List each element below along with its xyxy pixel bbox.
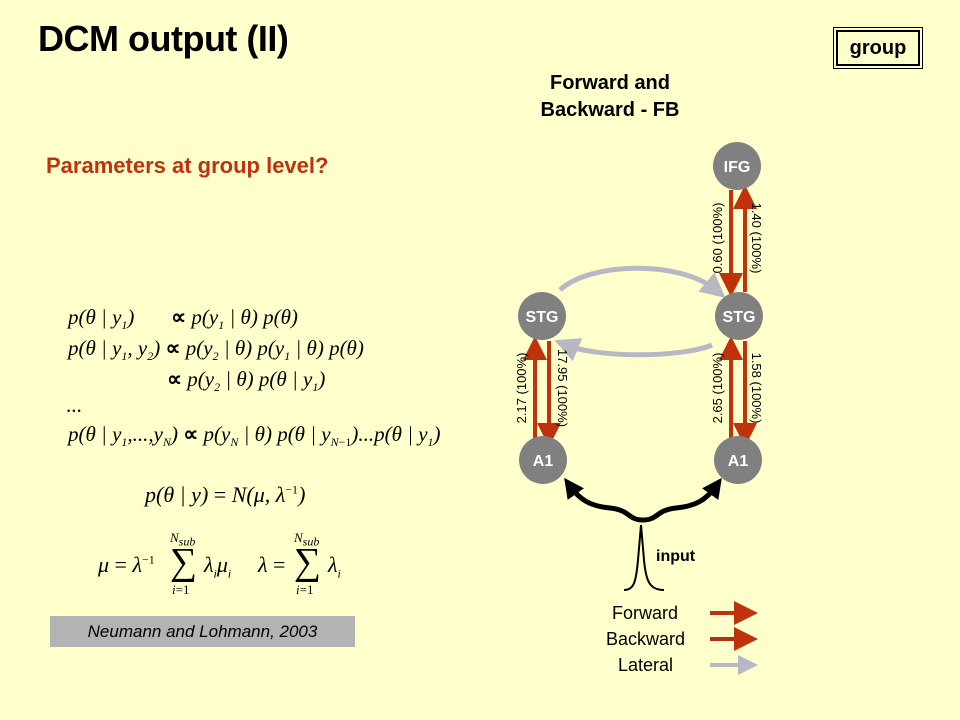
equation-line-2: p(θ | y1, y2) ∝ p(y2 | θ) p(y1 | θ) p(θ) bbox=[68, 336, 364, 364]
label-ifg-forward: 1.40 (100%) bbox=[749, 203, 764, 274]
group-badge: group bbox=[833, 27, 923, 69]
node-a1-left-label: A1 bbox=[533, 453, 554, 470]
model-title: Forward and Backward - FB bbox=[500, 70, 720, 124]
equation-line-4: p(θ | y1,...,yN) ∝ p(yN | θ) p(θ | yN−1)… bbox=[68, 422, 441, 450]
page-title: DCM output (II) bbox=[38, 18, 289, 59]
model-title-line1: Forward and bbox=[549, 72, 670, 94]
node-stg-right-label: STG bbox=[723, 309, 756, 326]
input-brace-right bbox=[642, 477, 722, 523]
citation: Neumann and Lohmann, 2003 bbox=[50, 616, 355, 647]
label-left-stg-a1: 17.95 (100%) bbox=[555, 349, 570, 427]
node-stg-left bbox=[518, 292, 566, 340]
node-a1-right bbox=[714, 436, 762, 484]
label-right-a1-stg: 2.65 (100%) bbox=[710, 353, 725, 424]
legend-lateral-label: Lateral bbox=[618, 655, 674, 675]
equation-line-1: p(θ | y1) ∝ p(y1 | θ) p(θ) bbox=[68, 305, 298, 333]
group-level-question: Parameters at group level? bbox=[46, 153, 329, 178]
node-stg-left-label: STG bbox=[526, 309, 559, 326]
legend-backward-label: Backward bbox=[606, 629, 686, 649]
input-label: input bbox=[656, 548, 696, 565]
node-a1-right-label: A1 bbox=[728, 453, 749, 470]
lateral-arrow-bottom bbox=[554, 338, 713, 362]
node-ifg-label: IFG bbox=[724, 159, 751, 176]
group-badge-label: group bbox=[836, 30, 920, 66]
lateral-arrow-top bbox=[558, 265, 726, 298]
node-ifg bbox=[713, 142, 761, 190]
model-title-line2: Backward - FB bbox=[540, 99, 680, 121]
equation-ellipsis: ... bbox=[66, 393, 82, 417]
node-a1-left bbox=[519, 436, 567, 484]
equation-line-3: ∝ p(y2 | θ) p(θ | y1) bbox=[167, 367, 326, 395]
node-stg-right bbox=[715, 292, 763, 340]
label-ifg-backward: 0.60 (100%) bbox=[710, 203, 725, 274]
label-right-stg-a1: 1.58 (100%) bbox=[749, 353, 764, 424]
legend-forward-label: Forward bbox=[612, 603, 679, 623]
label-left-a1-stg: 2.17 (100%) bbox=[514, 353, 529, 424]
equation-posterior: p(θ | y) = N(μ, λ−1) bbox=[145, 482, 306, 507]
input-waveform bbox=[623, 524, 665, 591]
input-brace-left bbox=[564, 477, 644, 523]
